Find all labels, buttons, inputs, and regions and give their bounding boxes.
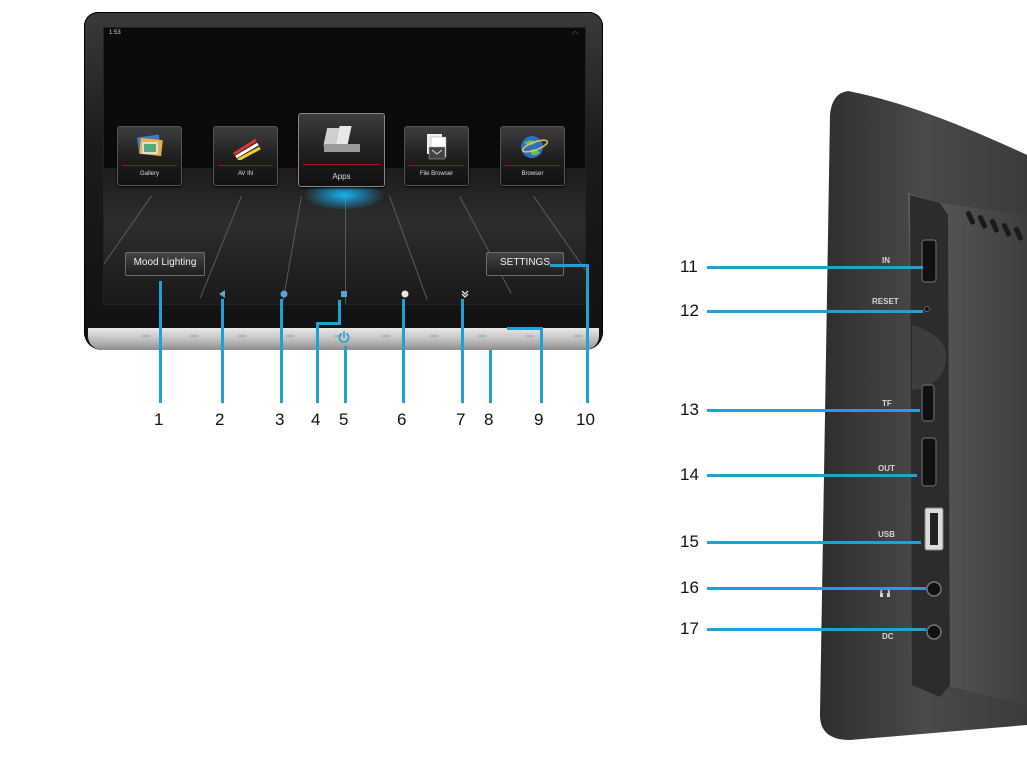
av-in-cables-icon (232, 138, 261, 160)
callout-number: 2 (215, 410, 225, 429)
port-label-usb: USB (878, 530, 895, 539)
back-icon[interactable] (218, 290, 226, 298)
power-icon (338, 330, 350, 343)
wifi-icon: ◠ (571, 31, 578, 38)
side-shell (820, 91, 1027, 740)
gallery-photos-icon (136, 134, 163, 157)
callout-number: 1 (154, 410, 164, 429)
callout-number: 9 (534, 410, 544, 429)
callout-number: 12 (680, 301, 699, 320)
tile-gallery[interactable]: Gallery (117, 126, 182, 186)
tile-apps[interactable]: Apps (298, 113, 385, 187)
port-label-in: IN (882, 256, 890, 265)
bottom-bezel (88, 328, 599, 350)
callout-number: 15 (680, 532, 699, 551)
port-label-tf: TF (882, 399, 892, 408)
port-label-dc: DC (882, 632, 894, 641)
callout-number: 5 (339, 410, 349, 429)
tile-browser[interactable]: Browser (500, 126, 565, 186)
tile-label: Apps (332, 172, 351, 181)
callout-number: 3 (275, 410, 285, 429)
callout-number: 13 (680, 400, 699, 419)
port-label-out: OUT (878, 464, 895, 473)
globe-browser-icon (520, 136, 548, 158)
home-icon[interactable] (280, 290, 288, 298)
recent-apps-icon[interactable] (340, 290, 348, 298)
tile-av-in[interactable]: AV IN (213, 126, 278, 186)
tile-file-browser[interactable]: File Browser (404, 126, 469, 186)
port-label-reset: RESET (872, 297, 899, 306)
tile-label: AV IN (237, 171, 254, 177)
callout-number: 11 (680, 257, 698, 276)
apps-icon (322, 126, 360, 152)
tile-label: File Browser (419, 171, 454, 177)
callout-number: 16 (680, 578, 699, 597)
callout-number: 8 (484, 410, 494, 429)
tile-label: Browser (521, 171, 544, 177)
brightness-icon[interactable] (401, 290, 409, 298)
shelf-line (345, 196, 346, 304)
power-button[interactable] (337, 330, 351, 344)
callout-number: 7 (456, 410, 466, 429)
callout-number: 6 (397, 410, 407, 429)
callout-number: 10 (576, 410, 595, 429)
tablet-side-view: IN RESET TF OUT USB DC (800, 85, 1027, 750)
callout-number: 14 (680, 465, 699, 484)
file-browser-icon (426, 134, 446, 160)
volume-down-icon[interactable] (461, 290, 469, 298)
tile-label: Gallery (139, 171, 159, 177)
mood-lighting-button[interactable]: Mood Lighting (125, 252, 205, 276)
callout-number: 4 (311, 410, 321, 429)
tablet-screen: 1:53 ◠ Gallery AV IN (103, 27, 586, 305)
status-time: 1:53 (109, 30, 121, 36)
callout-number: 17 (680, 619, 699, 638)
